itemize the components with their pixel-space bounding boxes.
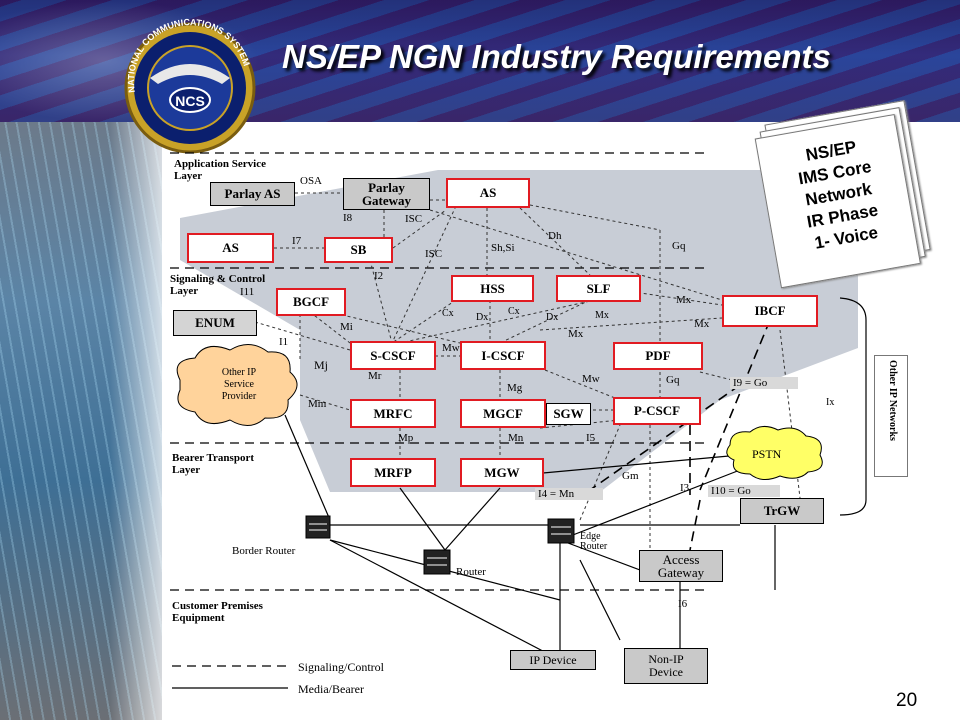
signaling-links <box>254 192 801 560</box>
node-pdf[interactable]: PDF <box>613 342 703 370</box>
if-i8: I8 <box>343 212 353 224</box>
legend-media-label: Media/Bearer <box>298 682 364 696</box>
if-mw-1: Mw <box>442 342 460 354</box>
node-enum[interactable]: ENUM <box>173 310 257 336</box>
pstn-label: PSTN <box>752 447 782 461</box>
if-i5: I5 <box>586 432 596 444</box>
node-bgcf[interactable]: BGCF <box>276 288 346 316</box>
border-router-icon <box>305 515 331 539</box>
other-ip-networks-label: Other IP Networks <box>887 360 898 441</box>
node-ibcf[interactable]: IBCF <box>722 295 818 327</box>
if-mn: Mn <box>508 432 524 444</box>
if-i11: I11 <box>240 286 255 298</box>
node-sb[interactable]: SB <box>324 237 393 263</box>
if-dh: Dh <box>548 230 562 242</box>
router-label: Router <box>456 566 486 578</box>
if-i1: I1 <box>279 336 289 348</box>
node-hss[interactable]: HSS <box>451 275 534 302</box>
legend-signaling-label: Signaling/Control <box>298 660 385 674</box>
if-mx-4: Mx <box>568 328 584 340</box>
legend <box>172 665 288 689</box>
node-sgw[interactable]: SGW <box>546 403 591 425</box>
node-mgw[interactable]: MGW <box>460 458 544 487</box>
node-i-cscf[interactable]: I-CSCF <box>460 341 546 370</box>
if-i10: I10 = Go <box>708 485 780 497</box>
if-gm: Gm <box>622 470 639 482</box>
ims-core-callout: NS/EP IMS Core Network IR Phase 1- Voice <box>753 100 936 293</box>
edge-router-icon <box>547 518 575 544</box>
if-mm: Mm <box>308 398 327 410</box>
node-as-left[interactable]: AS <box>187 233 274 263</box>
logo-center-text: NCS <box>175 93 205 109</box>
node-slf[interactable]: SLF <box>556 275 641 302</box>
node-mrfc[interactable]: MRFC <box>350 399 436 428</box>
if-mw-2: Mw <box>582 373 600 385</box>
layer-dividers <box>170 152 710 591</box>
if-i9: I9 = Go <box>730 377 798 389</box>
if-sh-si: Sh,Si <box>491 242 515 254</box>
node-mgcf[interactable]: MGCF <box>460 399 546 428</box>
page-number: 20 <box>896 690 918 711</box>
if-gq-1: Gq <box>672 240 686 252</box>
if-mp: Mp <box>398 432 414 444</box>
slide-title: NS/EP NGN Industry Requirements <box>282 38 831 75</box>
if-dx-2: Dx <box>546 312 559 323</box>
if-i3: I3 <box>680 482 690 494</box>
if-i6: I6 <box>678 598 688 610</box>
if-mx-1: Mx <box>676 294 692 306</box>
router-icon <box>423 549 451 575</box>
if-i7: I7 <box>292 235 302 247</box>
node-s-cscf[interactable]: S-CSCF <box>350 341 436 370</box>
callout-sheet-front: NS/EP IMS Core Network IR Phase 1- Voice <box>754 113 921 289</box>
node-as-top[interactable]: AS <box>446 178 530 208</box>
if-osa: OSA <box>300 175 323 187</box>
node-ip-device[interactable]: IP Device <box>510 650 596 670</box>
if-i2: I2 <box>374 270 384 282</box>
if-mx-2: Mx <box>595 310 609 321</box>
if-cx-1: Cx <box>442 308 454 319</box>
if-ix: Ix <box>826 397 835 408</box>
if-mr: Mr <box>368 370 382 382</box>
node-trgw[interactable]: TrGW <box>740 498 824 524</box>
other-ip-networks-box: Other IP Networks <box>874 355 908 477</box>
border-router-label: Border Router <box>232 545 296 557</box>
if-i4: I4 = Mn <box>535 488 603 500</box>
if-mi: Mi <box>340 321 353 333</box>
other-ip-cloud <box>176 344 298 426</box>
if-gq-2: Gq <box>666 374 680 386</box>
pstn-cloud <box>726 426 823 480</box>
node-p-cscf[interactable]: P-CSCF <box>613 397 701 425</box>
if-dx-1: Dx <box>476 312 489 323</box>
if-mx-3: Mx <box>694 318 710 330</box>
if-mg: Mg <box>507 382 523 394</box>
callout-text: NS/EP IMS Core Network IR Phase 1- Voice <box>796 137 880 253</box>
ncs-logo <box>124 22 256 154</box>
if-isc-2: ISC <box>425 248 443 260</box>
node-parlay-as[interactable]: Parlay AS <box>210 182 295 206</box>
if-mj: Mj <box>314 358 329 372</box>
clouds <box>176 344 823 480</box>
if-isc-1: ISC <box>405 213 423 225</box>
if-cx-2: Cx <box>508 306 520 317</box>
router-icons <box>305 515 575 575</box>
background-fade <box>110 122 180 720</box>
node-mrfp[interactable]: MRFP <box>350 458 436 487</box>
